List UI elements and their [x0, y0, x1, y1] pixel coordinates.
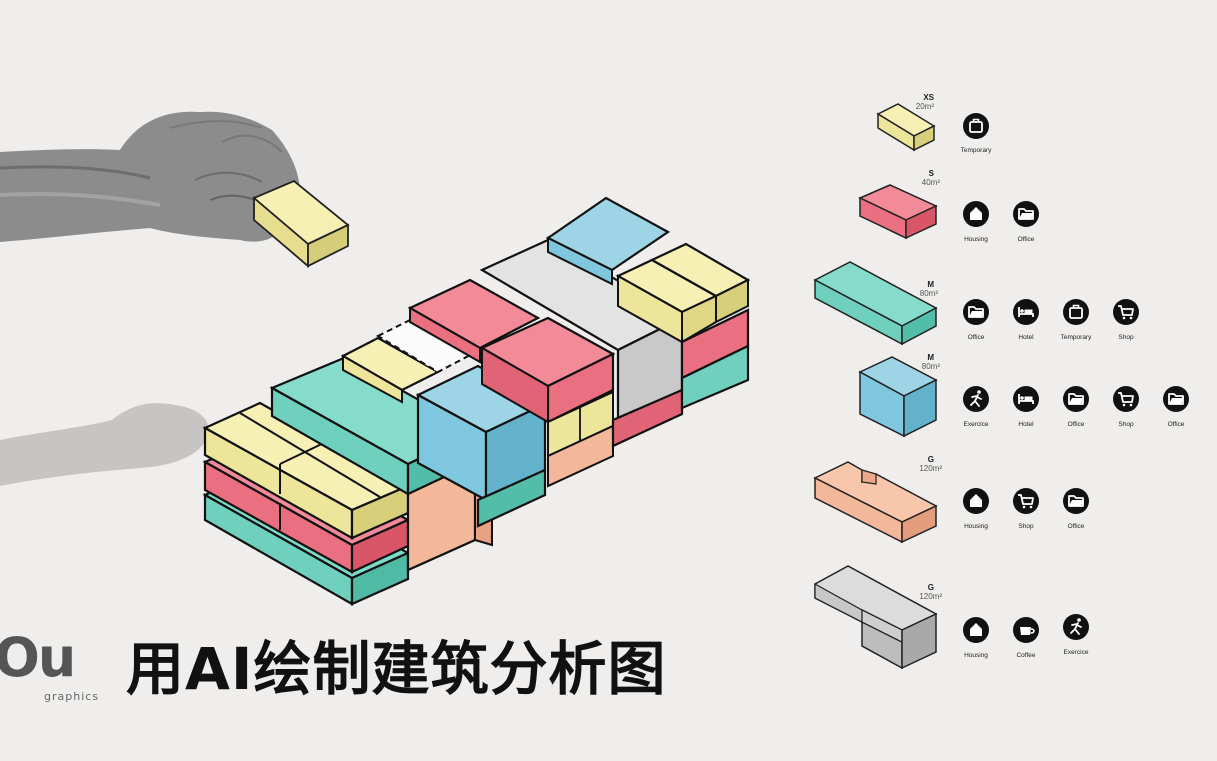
- icon-label: Exercice: [964, 421, 989, 428]
- icon-label: Temporary: [961, 147, 992, 154]
- legend: XS 20m² Temporary S 40m² Housing Office …: [813, 93, 1189, 670]
- gray-block: [479, 238, 685, 448]
- front-yellow-top: [202, 401, 411, 540]
- icon-label: Office: [1168, 421, 1185, 428]
- legend-area-label: 120m²: [919, 464, 942, 473]
- hand-shadow: [0, 403, 209, 486]
- house-icon: [963, 488, 989, 514]
- legend-area-label: 80m²: [922, 362, 941, 371]
- cart-icon: [1113, 386, 1139, 412]
- icon-label: Temporary: [1061, 334, 1092, 341]
- legend-size-label: S: [929, 169, 935, 178]
- icon-label: Office: [968, 334, 985, 341]
- folder-icon: [963, 299, 989, 325]
- icon-label: Shop: [1018, 523, 1034, 530]
- red-teal-right-stack: [680, 308, 750, 410]
- cart-icon: [1113, 299, 1139, 325]
- legend-size-label: M: [927, 280, 934, 289]
- legend-row-m-teal: M 80m² Office Hotel Temporary Shop: [813, 261, 1139, 346]
- legend-row-s: S 40m² Housing Office: [858, 169, 1039, 243]
- bed-icon: [1013, 386, 1039, 412]
- small-yellow-orange-stack: [547, 390, 614, 488]
- icon-label: Housing: [964, 652, 988, 659]
- bed-icon: [1013, 299, 1039, 325]
- icon-label: Exercice: [1064, 649, 1089, 656]
- logo-mark: Ou: [0, 626, 76, 689]
- icon-label: Coffee: [1016, 652, 1035, 659]
- page-title: 用AI绘制建筑分析图: [126, 635, 667, 703]
- icon-label: Shop: [1118, 334, 1134, 341]
- blue-top-block: [545, 196, 671, 286]
- logo-subtitle: graphics: [44, 690, 100, 703]
- cart-icon: [1013, 488, 1039, 514]
- icon-label: Office: [1068, 421, 1085, 428]
- folder-icon: [1063, 488, 1089, 514]
- house-icon: [963, 201, 989, 227]
- suitcase-icon: [963, 113, 989, 139]
- held-xs-block: [252, 179, 350, 268]
- red-top-blocks: [407, 278, 616, 424]
- icon-label: Housing: [964, 236, 988, 243]
- legend-row-g-gray: G 120m² Housing Coffee Exercice: [814, 565, 1089, 670]
- legend-row-xs: XS 20m² Temporary: [876, 93, 992, 154]
- legend-size-label: G: [928, 583, 934, 592]
- legend-area-label: 120m²: [919, 592, 942, 601]
- hand-illustration: [0, 111, 300, 242]
- yellow-right-blocks: [615, 242, 751, 344]
- icon-label: Hotel: [1018, 421, 1034, 428]
- house-icon: [963, 617, 989, 643]
- legend-row-g-orange: G 120m² Housing Shop Office: [813, 455, 1089, 544]
- icon-label: Housing: [964, 523, 988, 530]
- folder-icon: [1013, 201, 1039, 227]
- icon-label: Office: [1018, 236, 1035, 243]
- folder-icon: [1063, 386, 1089, 412]
- legend-row-m-blue: M 80m² Exercice Hotel Office Shop Office: [858, 353, 1189, 438]
- legend-area-label: 40m²: [922, 178, 941, 187]
- icon-label: Office: [1068, 523, 1085, 530]
- legend-area-label: 80m²: [920, 289, 939, 298]
- suitcase-icon: [1063, 299, 1089, 325]
- legend-size-label: M: [927, 353, 934, 362]
- block-massing: [202, 196, 751, 606]
- cup-icon: [1013, 617, 1039, 643]
- folder-icon: [1163, 386, 1189, 412]
- runner-icon: [1063, 614, 1089, 640]
- icon-label: Hotel: [1018, 334, 1034, 341]
- legend-size-label: XS: [923, 93, 934, 102]
- empty-slot-outline: [375, 318, 475, 374]
- legend-size-label: G: [928, 455, 934, 464]
- teal-under-blue: [476, 468, 547, 528]
- icon-label: Shop: [1118, 421, 1134, 428]
- runner-icon: [963, 386, 989, 412]
- legend-area-label: 20m²: [916, 102, 935, 111]
